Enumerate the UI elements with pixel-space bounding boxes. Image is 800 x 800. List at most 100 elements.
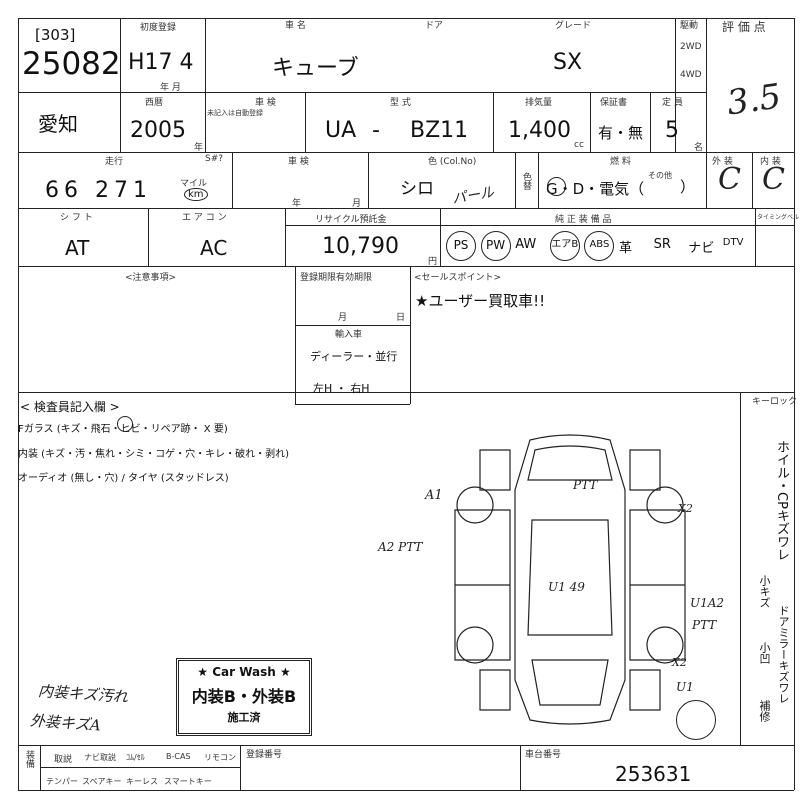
footer-label2: テンパー [46,777,78,786]
footer-cell-6: スペアキー [82,777,122,786]
first-reg-value: H17 4 [128,50,194,75]
exterior-grade: C [718,162,741,197]
shift-label: シ フ ト [60,213,93,223]
equipment-1: PW [480,231,511,261]
mileage-sub: S#? [205,154,224,164]
score: 3.5 [724,76,784,124]
drive-2wd: 2WD [680,42,702,52]
drive-4wd: 4WD [680,70,702,80]
model-type-dash: - [372,118,380,143]
reg-deadline-label: 登録期限有効期限 [300,273,373,283]
region: 愛知 [38,112,78,136]
fuel-other: その他 [648,171,672,180]
audio-line: オーディオ (無し・穴) / タイヤ (スタッドレス) [18,473,229,484]
aircon-label: エ ア コ ン [182,213,227,223]
recycle-value: 10,790 [322,234,399,259]
shaken-year: 年 [292,199,302,209]
km-unit: km [184,188,208,201]
door-label: ドア [425,21,444,31]
yen-unit: 円 [428,257,438,267]
month-label: 年 月 [160,83,181,93]
glass-circle-mark [117,416,133,432]
interior-grade: C [762,162,785,197]
seats-unit: 名 [694,143,704,153]
warranty-value: 有・無 [598,124,644,142]
diagram-note-a1: A1 [425,488,443,503]
aircon-value: AC [200,236,228,260]
diagram-note-a2-ptt: A2 PTT [378,540,423,554]
equipment-5: 革 [619,241,633,256]
year-suffix: 年 [194,143,204,153]
model-year-label: 西暦 [145,98,164,108]
inspector-label: < 検査員記入欄 > [20,400,120,414]
color-value: シロ [400,179,434,199]
model-type-label: 型 式 [390,98,411,108]
color-hand: パール [451,184,496,208]
fuel-close: ） [680,178,696,196]
sales-point-label: <セールスポイント> [414,273,502,283]
model-type-prefix: UA [325,118,357,143]
score-label: 評 価 点 [722,20,766,34]
mile-unit: マイル [180,179,208,189]
model-year: 2005 [130,118,186,143]
inspection-sub: 未記入は自動登録 [207,109,263,117]
model-type-code: BZ11 [410,118,469,143]
import-label: 輸入車 [335,330,363,340]
seats-label: 定 員 [662,98,683,108]
side-text5: 補修 [758,700,771,722]
reg-day: 日 [396,313,406,323]
diagram-note-u1-lower: U1 [676,680,694,694]
displacement-label: 排気量 [525,98,553,108]
carwash-stamp: ★ Car Wash ★ 内装B・外装B 施工済 [176,658,312,736]
lot-number: 25082 [22,46,121,82]
car-name: キューブ [272,56,359,81]
grade: SX [553,50,583,75]
interior-label: 内 装 [760,157,781,167]
timing-label: タイミングベルト [757,214,800,221]
footer-cell-8: スマートキー [164,777,212,786]
handwritten-left-2: 外装キズA [29,711,102,735]
handwritten-left-1: 内装キズ汚れ [37,681,129,707]
fuel-label: 燃 料 [610,157,631,167]
reg-number-label: 登録番号 [246,750,283,760]
equipment-4: ABS [584,231,615,261]
notes-label: <注意事項> [125,273,177,283]
reg-month: 月 [338,313,348,323]
car-name-label: 車 名 [285,21,306,31]
color-change-label: 色替 [521,172,531,190]
lot-bracket: [303] [35,26,76,44]
steering-label: 左H ・ 右H [313,382,370,395]
exterior-label: 外 装 [712,157,733,167]
drive-label: 駆動 [680,21,699,31]
shaken-month: 月 [352,199,362,209]
footer-cell-5: リモコン [204,753,236,762]
warranty-label: 保証書 [600,98,628,108]
diagram-note-x2-lower: X2 [672,656,687,669]
shaken-label: 車 検 [288,157,309,167]
displacement: 1,400 [508,118,571,143]
grade-label: グレード [555,21,592,31]
diagram-note-x2: X2 [678,502,693,515]
footer-cell-3: ｺﾑ/ｾﾙ [126,753,145,762]
first-reg-label: 初度登録 [140,23,177,33]
mileage-label: 走行 [105,157,124,167]
mileage-value: 66 271 [45,178,152,203]
equipment-2: AW [515,237,537,252]
equipment-3: エアB [549,231,580,261]
cc-unit: cc [574,140,584,150]
side-text3: ドアミラーキズワレ [777,605,790,704]
sales-point: ★ユーザー買取車!! [415,292,546,310]
footer-cell-0: 装備 [24,750,34,768]
diagram-note-u1-center: U1 49 [548,580,585,594]
diagram-note-u1a2: U1A2 [690,596,725,610]
seats: 5 [665,118,679,143]
chassis-value: 253631 [615,762,692,786]
fuel-g-circle [547,177,566,196]
car-diagram [454,434,686,725]
shift-value: AT [65,236,90,260]
footer-cell-4: B-CAS [166,752,191,761]
color-label: 色 (Col.No) [428,157,477,167]
carwash-main: 内装B・外装B [191,687,297,706]
side-text4: 小凹 [758,642,771,664]
side-text: ホイル・CPキズワレ [774,440,789,561]
